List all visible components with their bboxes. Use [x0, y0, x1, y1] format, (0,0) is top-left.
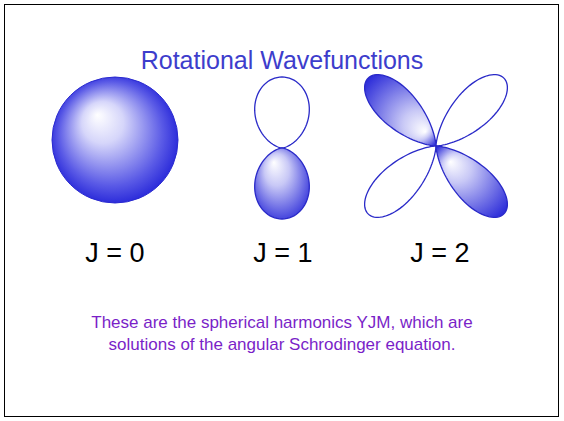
orbital-label: J = 2: [410, 238, 469, 268]
label-text: J = 0: [85, 238, 144, 268]
slide-title: Rotational Wavefunctions: [141, 45, 424, 75]
p-lobe-upper: [255, 77, 310, 148]
title-text: Rotational Wavefunctions: [141, 46, 424, 74]
orbital-label: J = 0: [85, 238, 144, 268]
d-lobe-top-left: [365, 75, 436, 146]
slide-frame: [5, 5, 559, 417]
d-lobe-bottom-right: [436, 146, 507, 217]
d-orbital: [365, 75, 508, 218]
label-text: J = 1: [253, 238, 312, 268]
s-orbital-sphere: [52, 77, 178, 203]
sphere-halo: [53, 78, 179, 204]
d-lobe-bottom-left: [365, 146, 436, 217]
caption-text: These are the spherical harmonics YJM, w…: [91, 313, 472, 354]
slide-caption: These are the spherical harmonics YJM, w…: [62, 312, 502, 356]
d-lobe-top-right: [436, 75, 507, 146]
orbital-label: J = 1: [253, 238, 312, 268]
label-text: J = 2: [410, 238, 469, 268]
p-lobe-lower: [255, 148, 310, 219]
p-orbital: [255, 77, 310, 219]
